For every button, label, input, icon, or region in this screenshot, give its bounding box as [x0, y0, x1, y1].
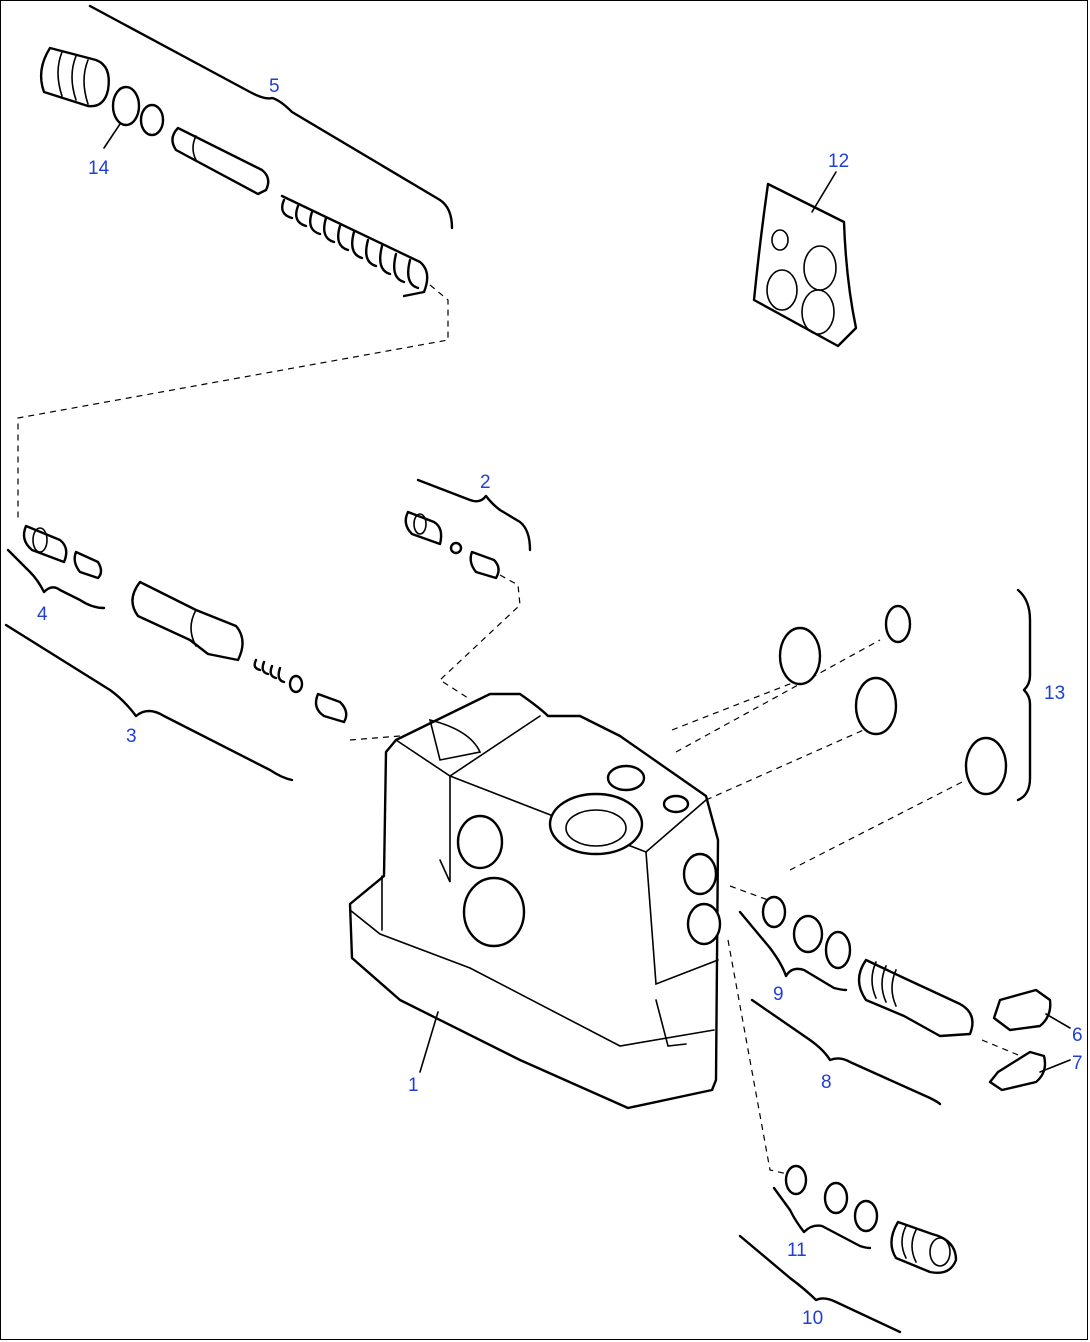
spool-5 — [171, 126, 270, 196]
leader-top-chain — [17, 284, 449, 520]
poppet-4 — [73, 550, 103, 580]
bracket-4 — [6, 548, 106, 610]
plug-4 — [22, 524, 68, 564]
backup-ring-9 — [792, 914, 824, 954]
clip-7 — [988, 1050, 1047, 1092]
bracket-8 — [750, 998, 942, 1106]
leader-13-a — [671, 679, 801, 731]
ball-3 — [288, 674, 304, 694]
leader-1 — [419, 1011, 439, 1073]
callout-13: 13 — [1044, 683, 1065, 704]
bracket-9 — [738, 910, 848, 992]
o-ring-13c — [854, 676, 898, 736]
bracket-5 — [88, 4, 454, 230]
leader-10 — [727, 939, 797, 1177]
relief-body-3 — [131, 580, 244, 662]
spring-3 — [253, 658, 286, 684]
bracket-3 — [4, 623, 294, 782]
leader-13-c — [705, 727, 869, 801]
relief-valve-2 — [404, 510, 500, 580]
bracket-2 — [416, 478, 532, 552]
leader-13-b — [675, 639, 881, 753]
callout-10: 10 — [802, 1308, 823, 1329]
spring-5 — [280, 194, 429, 298]
cap-6 — [992, 988, 1052, 1032]
o-ring-13b — [778, 626, 822, 686]
leader-6 — [1045, 1013, 1071, 1029]
leader-2 — [439, 574, 521, 699]
bracket-10 — [738, 1234, 902, 1334]
o-ring-9a — [761, 895, 787, 929]
bracket-11 — [772, 1186, 872, 1250]
o-ring-11b — [823, 1181, 849, 1215]
seal-kit-12 — [752, 182, 858, 348]
o-ring-11a — [784, 1164, 808, 1196]
callout-14: 14 — [88, 158, 110, 179]
seat-3 — [314, 692, 348, 724]
callout-8: 8 — [821, 1072, 832, 1093]
plug-10 — [890, 1220, 958, 1274]
callout-12: 12 — [828, 151, 849, 172]
leader-7 — [1039, 1059, 1071, 1073]
leader-9 — [729, 885, 769, 901]
callout-9: 9 — [773, 984, 784, 1005]
callout-1: 1 — [408, 1075, 419, 1096]
bracket-13 — [1016, 588, 1032, 802]
plug-5 — [39, 46, 110, 108]
o-ring-11c — [853, 1199, 879, 1233]
o-ring-13a — [884, 604, 912, 644]
callout-6: 6 — [1072, 1025, 1083, 1046]
leader-12 — [811, 171, 837, 213]
callout-5: 5 — [269, 76, 280, 97]
o-ring-13d — [964, 736, 1008, 796]
callout-7: 7 — [1072, 1053, 1083, 1074]
callout-11: 11 — [787, 1240, 807, 1261]
callout-3: 3 — [126, 726, 137, 747]
callout-2: 2 — [480, 472, 491, 493]
o-ring-9b — [824, 930, 852, 970]
valve-body-1 — [348, 692, 722, 1110]
cartridge-8 — [857, 958, 974, 1038]
leader-3 — [349, 735, 401, 741]
o-ring-14 — [111, 85, 141, 127]
leader-14 — [103, 123, 121, 149]
leader-13-d — [789, 779, 967, 871]
o-ring-5b — [139, 103, 165, 137]
callout-4: 4 — [37, 604, 48, 625]
